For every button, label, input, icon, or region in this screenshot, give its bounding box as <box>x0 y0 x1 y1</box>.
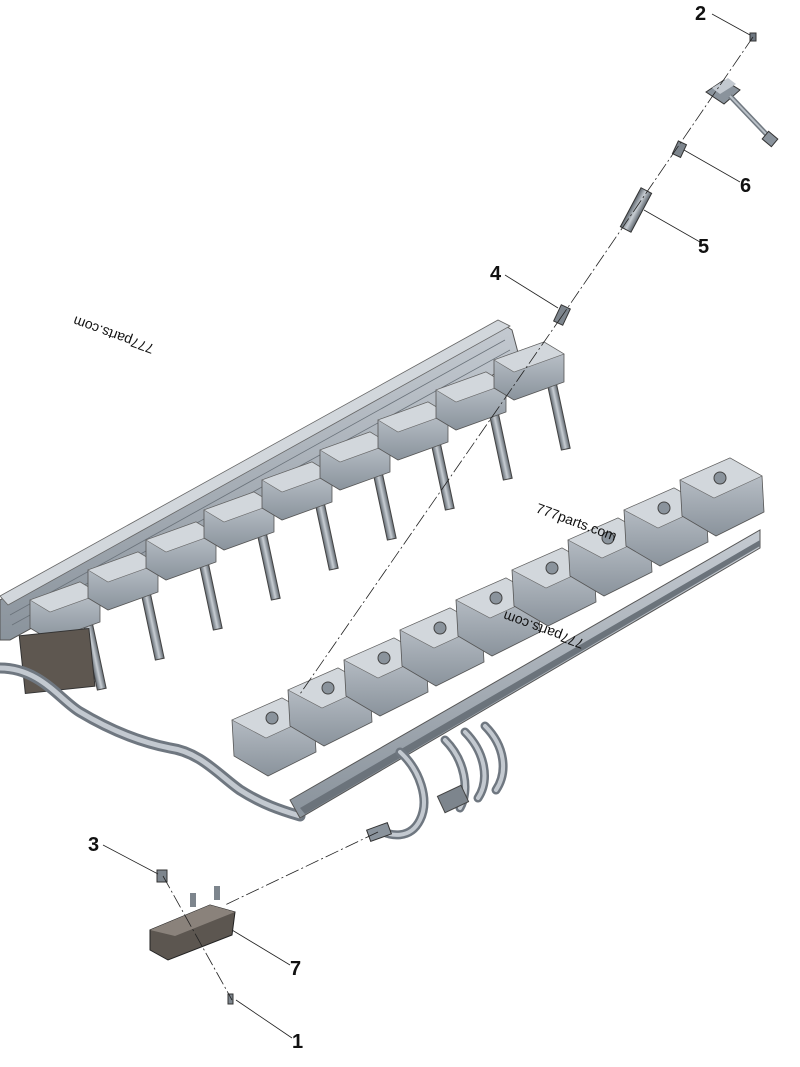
upper-injector-units <box>29 341 571 691</box>
assembly-centerlines <box>162 36 754 1001</box>
callout-1: 1 <box>292 1031 303 1053</box>
upper-rail-top-face <box>0 319 511 606</box>
upper-injector-unit <box>203 491 281 601</box>
upper-rail-assembly <box>0 319 571 822</box>
mount-bracket-part-7 <box>149 886 236 961</box>
upper-injector-unit <box>493 341 571 451</box>
leader-lines <box>102 13 751 1039</box>
upper-injector-unit <box>319 431 397 541</box>
harness-connector <box>365 821 393 843</box>
callout-4: 4 <box>490 263 502 285</box>
lower-injector-units <box>231 457 765 777</box>
upper-injector-unit <box>87 551 165 661</box>
upper-injector-unit <box>261 461 339 571</box>
rod-part-5 <box>619 187 653 233</box>
upper-injector-unit <box>145 521 223 631</box>
fitting-part-4 <box>553 304 571 326</box>
callout-6: 6 <box>740 175 751 197</box>
callout-3: 3 <box>88 834 99 856</box>
upper-rail-end-bracket <box>18 627 96 695</box>
spacer-part-6 <box>671 140 688 159</box>
upper-injector-unit <box>377 401 455 511</box>
upper-injector-unit <box>435 371 513 481</box>
callout-5: 5 <box>698 236 709 258</box>
callout-2: 2 <box>695 3 706 25</box>
nut-part-3 <box>156 869 168 883</box>
fuel-line-clamp <box>436 784 470 814</box>
lower-rail-bar <box>300 540 760 814</box>
lower-injector-unit <box>679 457 765 537</box>
watermark-upper-left: 777parts.com <box>71 313 156 357</box>
lower-rail-assembly <box>231 457 765 843</box>
screw-part-1 <box>227 993 234 1005</box>
callout-7: 7 <box>290 958 301 980</box>
sensor-bracket-part <box>705 78 779 148</box>
